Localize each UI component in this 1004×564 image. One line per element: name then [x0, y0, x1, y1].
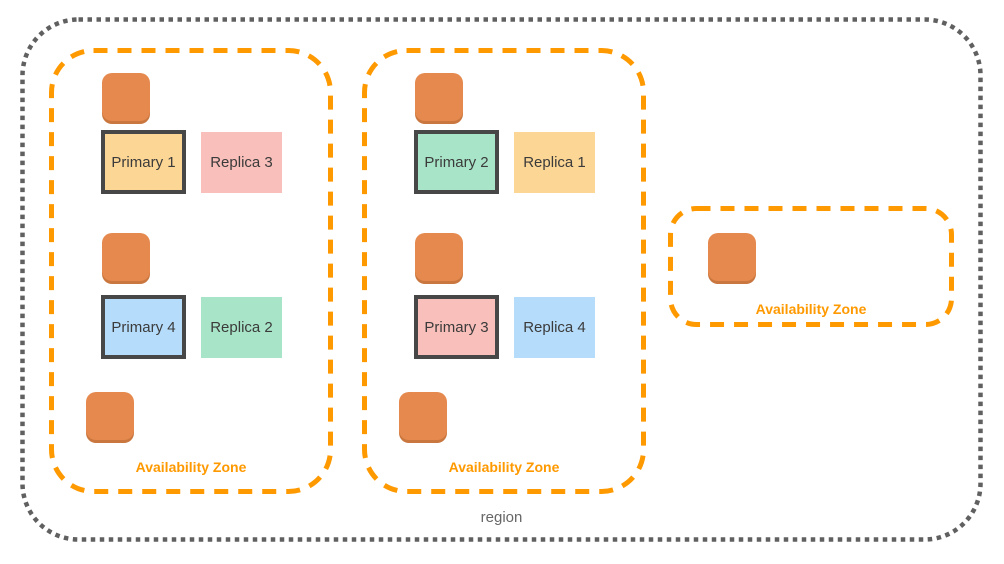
primary-node: Primary 3: [414, 295, 499, 359]
primary-node: Primary 4: [101, 295, 186, 359]
node-label: Replica 3: [210, 154, 273, 171]
replica-node: Replica 4: [514, 297, 595, 358]
node-label: Primary 4: [111, 318, 176, 336]
instance-icon: [415, 233, 463, 281]
region-boundary: Primary 1 Replica 3 Primary 4 Replica 2 …: [20, 17, 983, 542]
availability-zone-label: Availability Zone: [135, 459, 247, 475]
instance-icon: [102, 233, 150, 281]
instance-icon: [415, 73, 463, 121]
instance-icon: [399, 392, 447, 440]
availability-zone-label: Availability Zone: [448, 459, 560, 475]
replica-node: Replica 2: [201, 297, 282, 358]
availability-zone-label: Availability Zone: [755, 301, 867, 317]
availability-zone-2: Primary 2 Replica 1 Primary 3 Replica 4 …: [362, 48, 646, 494]
node-label: Replica 2: [210, 319, 273, 336]
node-label: Primary 2: [424, 153, 489, 171]
availability-zone-1: Primary 1 Replica 3 Primary 4 Replica 2 …: [49, 48, 333, 494]
primary-node: Primary 2: [414, 130, 499, 194]
region-label: region: [480, 509, 523, 526]
node-label: Replica 4: [523, 319, 586, 336]
replica-node: Replica 1: [514, 132, 595, 193]
node-label: Replica 1: [523, 154, 586, 171]
instance-icon: [708, 233, 756, 281]
instance-icon: [86, 392, 134, 440]
replica-node: Replica 3: [201, 132, 282, 193]
node-label: Primary 3: [424, 318, 489, 336]
instance-icon: [102, 73, 150, 121]
availability-zone-3: Availability Zone: [668, 206, 954, 327]
primary-node: Primary 1: [101, 130, 186, 194]
node-label: Primary 1: [111, 153, 176, 171]
